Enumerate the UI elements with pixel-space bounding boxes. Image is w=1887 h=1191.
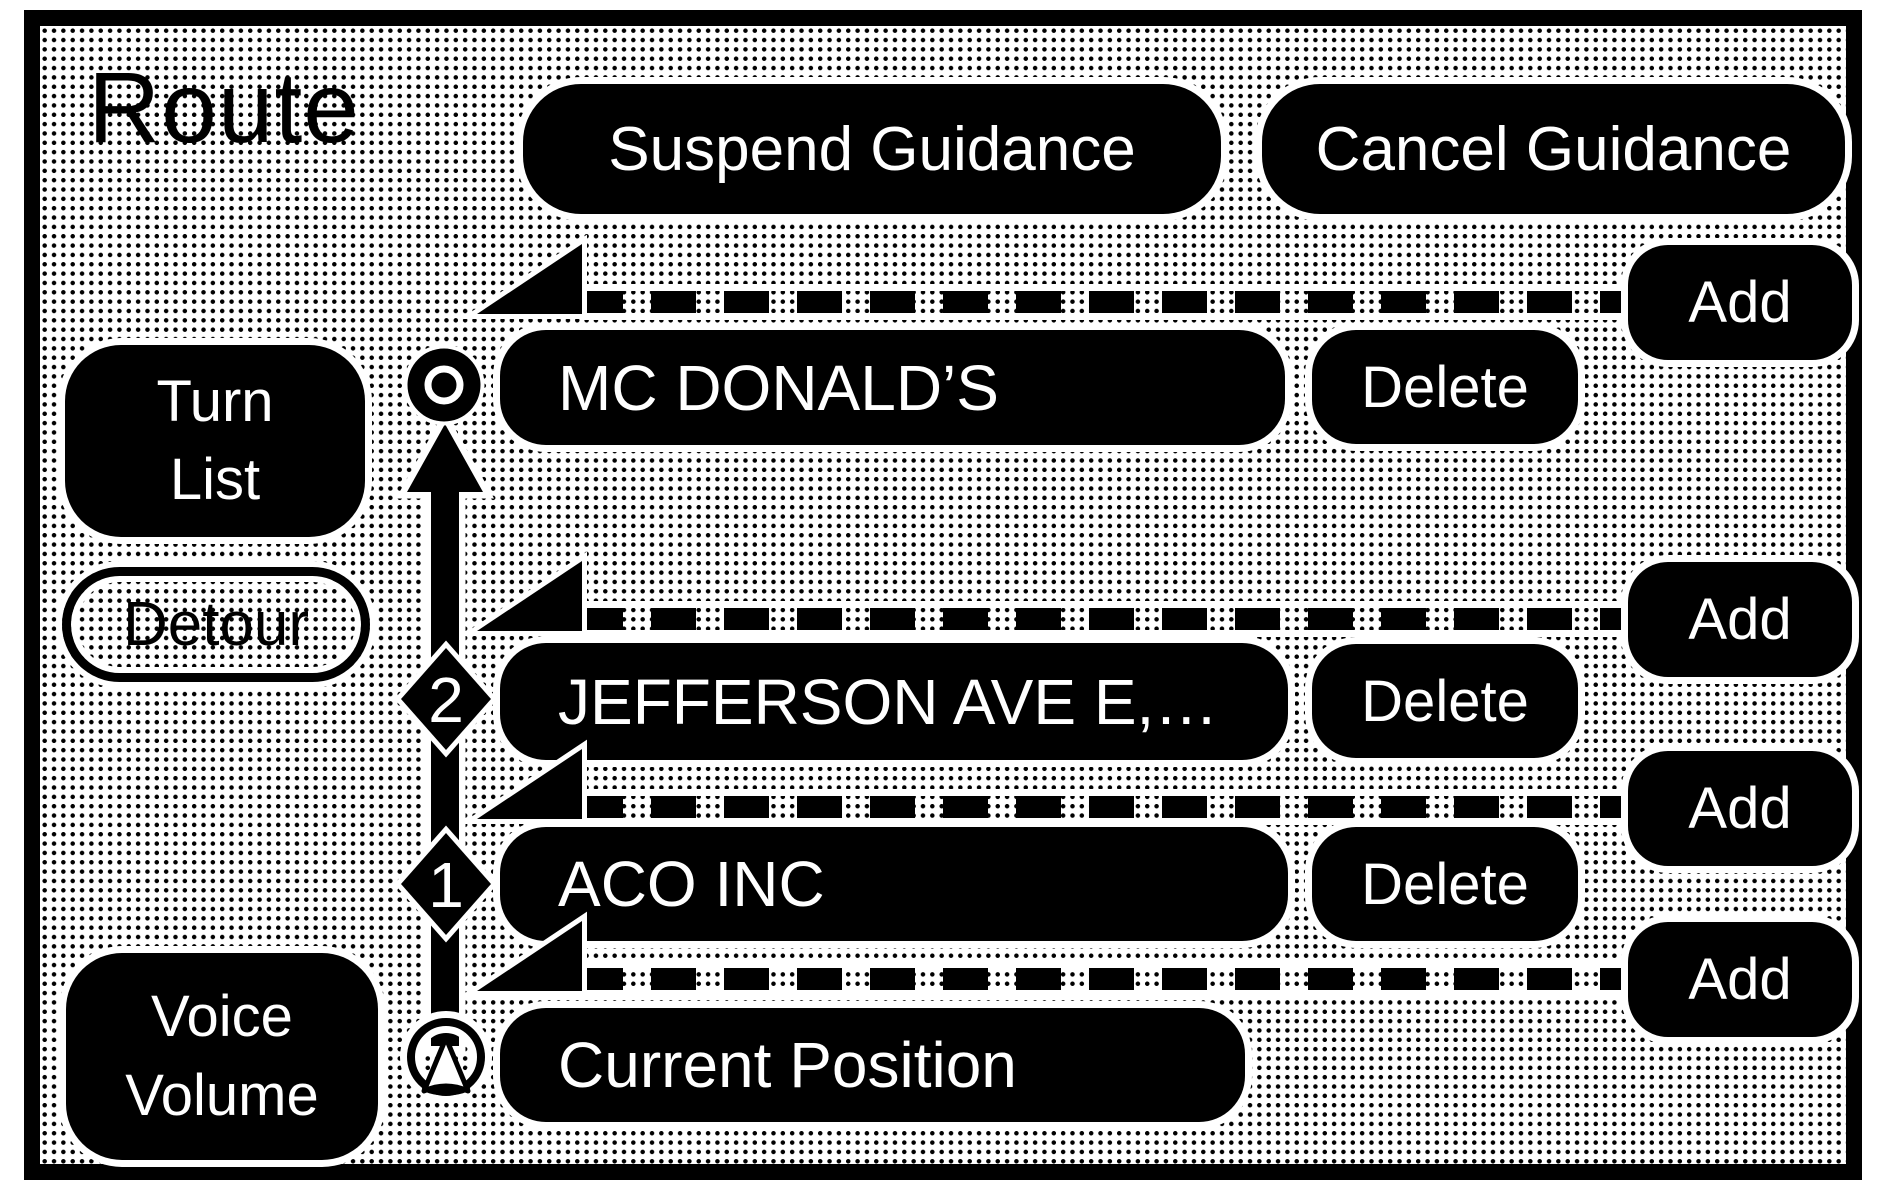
stop-destination-label: MC DONALD’S [500,330,1285,445]
delete-waypoint-2-button[interactable]: Delete [1312,644,1578,758]
page-title: Route [88,52,360,164]
add-stop-button-4[interactable]: Add [1628,922,1852,1037]
turn-list-button-line2: List [169,447,261,512]
add-stop-button-2[interactable]: Add [1628,562,1852,677]
add-stop-button-1[interactable]: Add [1628,245,1852,360]
insert-arrow-line-destination [578,291,1626,313]
delete-destination-button[interactable]: Delete [1312,330,1578,444]
voice-volume-button-line2: Volume [125,1062,319,1128]
add-stop-button-3[interactable]: Add [1628,751,1852,866]
stop-waypoint-2-label: JEFFERSON AVE E,… [500,643,1288,760]
voice-volume-button[interactable]: Voice Volume [66,953,378,1160]
delete-waypoint-1-button[interactable]: Delete [1312,827,1578,941]
insert-arrow-line-waypoint-2 [578,608,1626,630]
stop-current-position-label: Current Position [500,1008,1245,1122]
insert-arrow-line-waypoint-1 [578,796,1626,818]
suspend-guidance-button[interactable]: Suspend Guidance [523,84,1221,214]
voice-volume-button-line1: Voice [151,984,293,1050]
detour-button[interactable]: Detour [62,567,370,682]
turn-list-button[interactable]: Turn List [65,345,365,537]
cancel-guidance-button[interactable]: Cancel Guidance [1262,84,1845,214]
insert-arrow-line-start [578,968,1626,990]
stop-waypoint-1-label: ACO INC [500,827,1288,941]
turn-list-button-line1: Turn [156,368,274,434]
